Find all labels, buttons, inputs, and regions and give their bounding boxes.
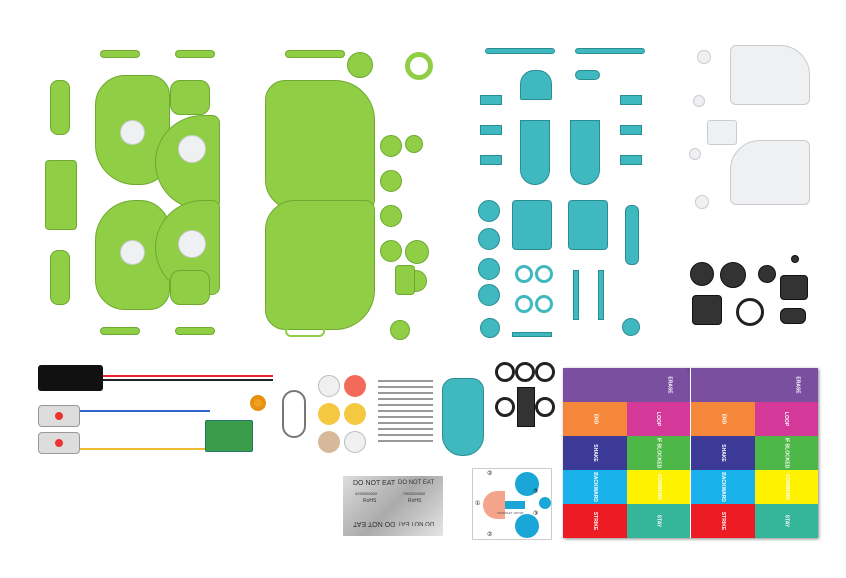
sticker-number: ① <box>475 501 481 507</box>
coiled-cable <box>282 390 306 438</box>
card-backward[interactable]: BACKWARD <box>563 470 627 504</box>
sticker-number: ③ <box>533 511 539 517</box>
ring-part <box>250 395 266 411</box>
card-erase[interactable]: ERASE <box>691 368 818 402</box>
cut-mark: × <box>686 366 691 375</box>
motor-wires <box>80 410 210 450</box>
card-shake[interactable]: SHAKE <box>563 436 627 470</box>
sticker-number: ② <box>487 471 493 477</box>
battery-box <box>38 365 103 391</box>
silica-gel-packet: DO NOT EAT DO NOT EAT 4290000002 7900000… <box>343 476 443 536</box>
card-strike[interactable]: STRIKE <box>563 504 627 538</box>
card-if-blocked[interactable]: IF BLOCKED <box>755 436 818 470</box>
motor-1 <box>38 405 80 427</box>
green-parts-sprue-1 <box>45 45 225 345</box>
black-parts <box>688 250 818 335</box>
gear-set <box>318 375 368 455</box>
card-loop[interactable]: LOOP <box>755 402 818 436</box>
card-loop[interactable]: LOOP <box>627 402 690 436</box>
card-forward[interactable]: FORWARD <box>627 470 690 504</box>
green-parts-sprue-2 <box>255 40 445 345</box>
sticker-number: ② <box>487 532 493 538</box>
motor-2 <box>38 432 80 454</box>
card-if-blocked[interactable]: IF BLOCKED <box>627 436 690 470</box>
card-erase[interactable]: ERASE <box>563 368 690 402</box>
card-shake[interactable]: SHAKE <box>691 436 755 470</box>
screws-and-axles <box>378 380 433 445</box>
black-wheel-frame <box>495 362 555 442</box>
card-end[interactable]: END <box>691 402 755 436</box>
white-parts-sprue <box>685 40 815 220</box>
teal-head-part <box>442 378 484 456</box>
teal-parts-sprue <box>470 40 660 340</box>
circuit-board <box>205 420 253 452</box>
sticker-number: ③ <box>533 489 539 495</box>
card-strike[interactable]: STRIKE <box>691 504 755 538</box>
card-end[interactable]: END <box>563 402 627 436</box>
card-forward[interactable]: FORWARD <box>755 470 818 504</box>
command-card-sheet: × ERASE END LOOP SHAKE IF BLOCKED BACKWA… <box>563 366 818 538</box>
card-backward[interactable]: BACKWARD <box>691 470 755 504</box>
card-stay[interactable]: STAY <box>755 504 818 538</box>
card-stay[interactable]: STAY <box>627 504 690 538</box>
battery-wires <box>103 375 273 381</box>
eye-sticker-sheet: ② ① ② ③ ③ 7900001ET 190705 <box>472 468 552 540</box>
